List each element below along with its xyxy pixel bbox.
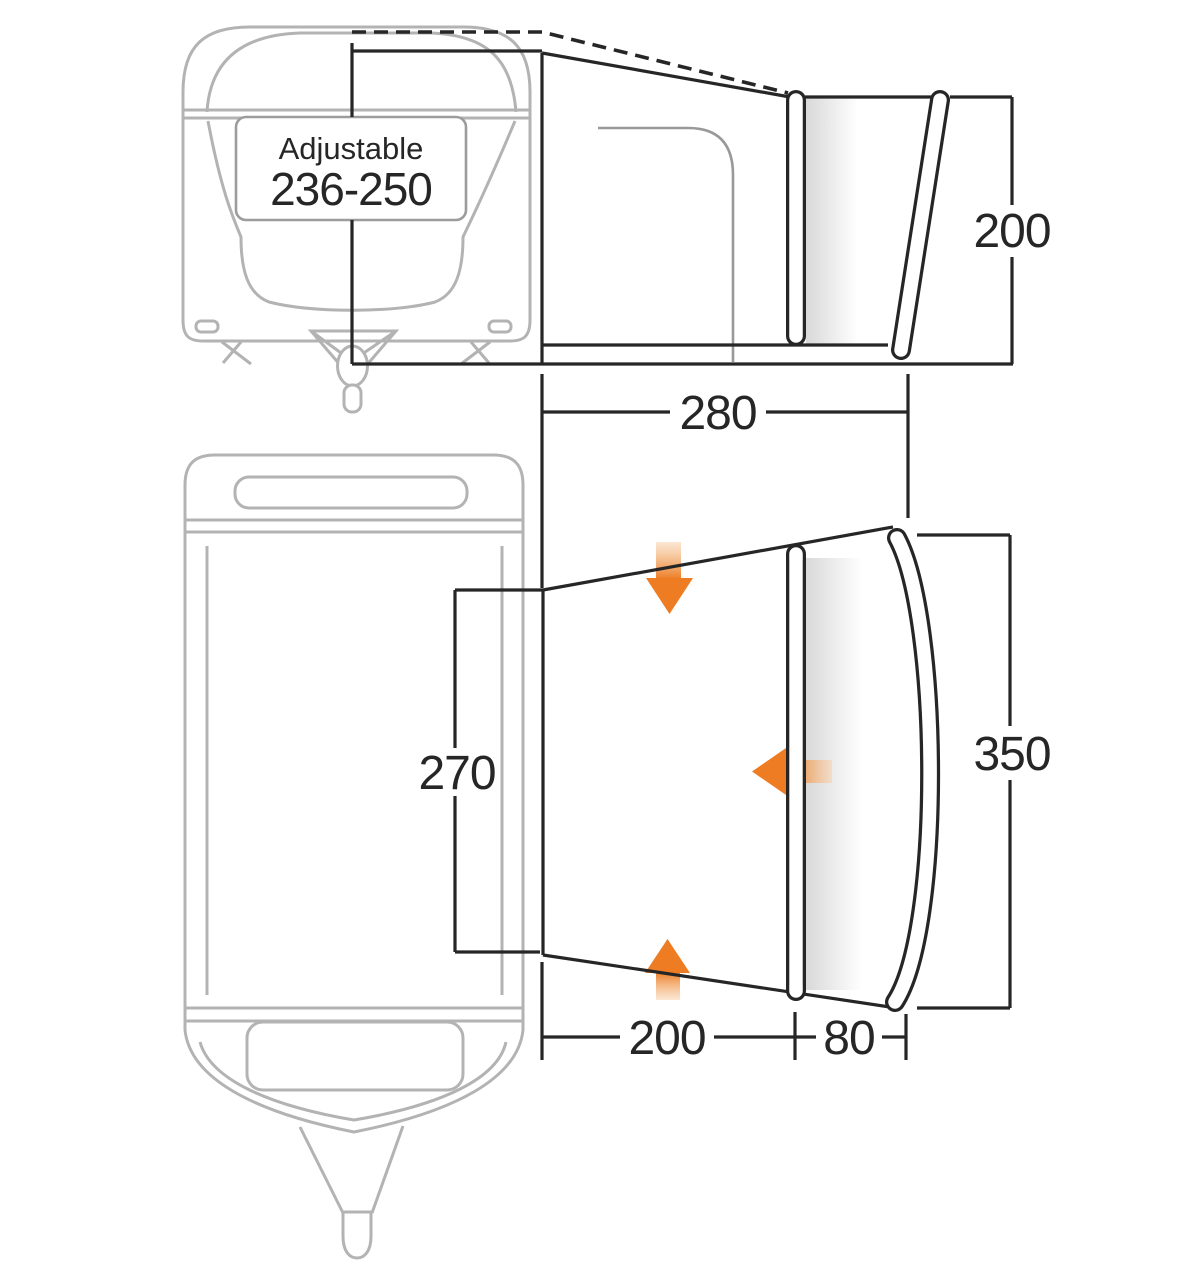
side-depth-value: 280: [679, 387, 756, 440]
caravan-plan-drawbar: [298, 1125, 405, 1214]
caravan-front-view: Adjustable 236-250: [181, 25, 532, 414]
caravan-front-roof-dome: [205, 31, 518, 113]
plan-overall-width-value: 350: [973, 728, 1050, 781]
corner-steady-left: [221, 340, 252, 366]
caravan-front-body-outline: [181, 25, 532, 343]
up-arrow-icon: [645, 939, 690, 1000]
caravan-plan-rear-window: [233, 475, 469, 510]
caravan-plan-hitch: [341, 1210, 373, 1260]
dimension-plan-overall-width: 350: [917, 533, 1052, 1010]
caravan-front-bumper-right: [487, 319, 513, 334]
side-view-pole-shadow: [806, 98, 858, 344]
dimension-side-height: 200: [950, 95, 1052, 364]
plan-main-depth-value: 200: [628, 1012, 705, 1065]
caravan-plan-view: [183, 453, 525, 1260]
side-view-caravan-wall-profile: [598, 126, 735, 362]
plan-rail-width-value: 270: [418, 747, 495, 800]
down-arrow-icon: [646, 542, 693, 614]
plan-awning-bottom-edge: [542, 953, 891, 1009]
caravan-plan-front-inner-curve: [198, 1041, 508, 1122]
caravan-plan-body-outline: [183, 453, 525, 1134]
plan-view-curved-beam: [885, 528, 941, 1012]
plan-awning-top-edge: [542, 525, 894, 592]
plan-center-pole-edge-restroke: [786, 560, 806, 985]
corner-steady-right: [460, 340, 491, 366]
dimension-annotations: 200 280 270 350 200 80: [418, 95, 1052, 1065]
side-view-slanted-pole: [891, 90, 950, 360]
awning-side-view: [350, 30, 1013, 366]
awning-plan-view: [541, 525, 941, 1012]
side-height-value: 200: [973, 205, 1050, 258]
caravan-front-hitch: [307, 329, 400, 414]
caravan-plan-front-locker: [245, 1020, 465, 1092]
caravan-roofline-dashed: [352, 30, 789, 95]
dimension-side-depth: 280: [540, 374, 910, 588]
caravan-front-bumper-left: [194, 319, 220, 334]
adjustable-range-label: 236-250: [270, 163, 432, 215]
side-view-sloped-roof: [541, 51, 791, 99]
dimension-plan-rail-width: 270: [418, 588, 543, 954]
adjustable-label: Adjustable: [279, 131, 424, 166]
plan-wing-depth-value: 80: [823, 1012, 874, 1065]
dimension-plan-depths: 200 80: [540, 962, 908, 1065]
